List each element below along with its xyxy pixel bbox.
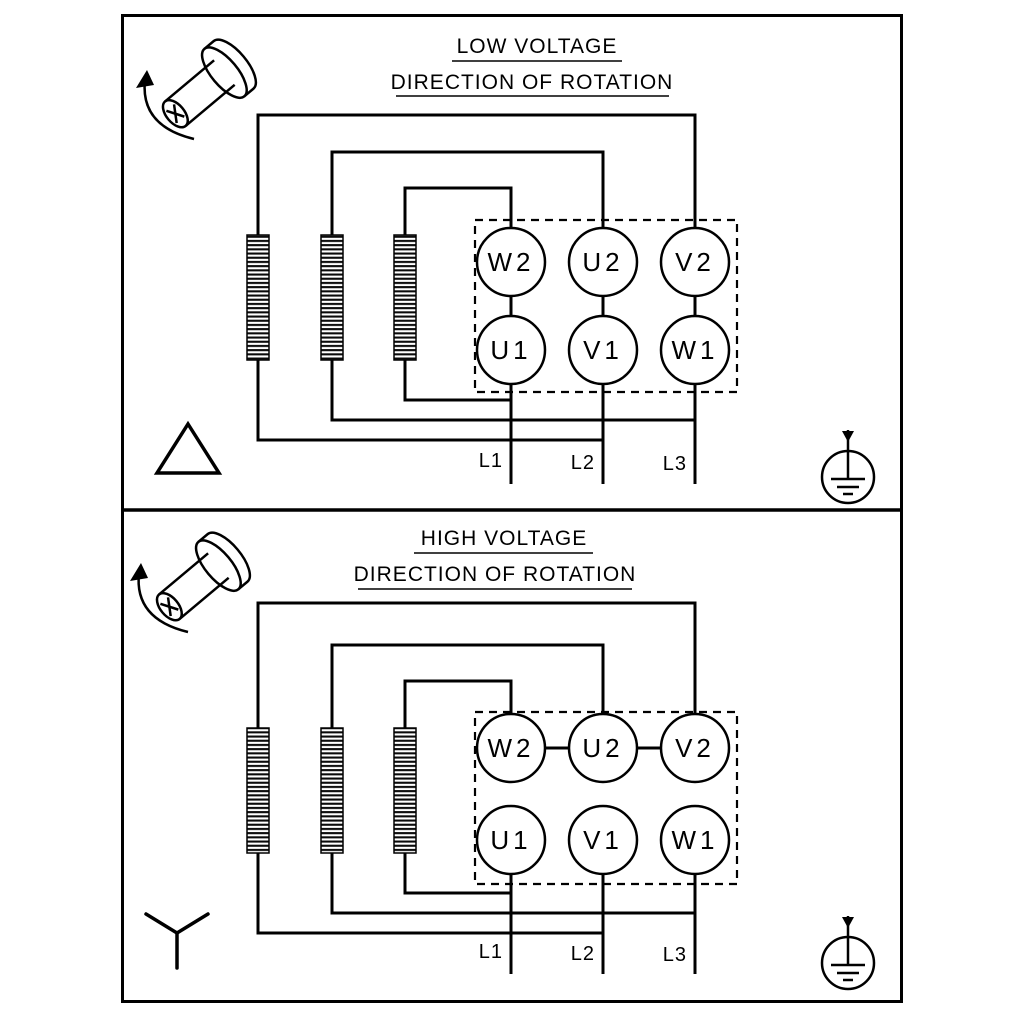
wire-coil3-to-w2 bbox=[403, 186, 513, 235]
terminal-w2 bbox=[475, 712, 547, 784]
terminal-u2 bbox=[567, 712, 639, 784]
wire-coil2-return bbox=[330, 360, 695, 422]
motor-winding-coil bbox=[320, 234, 344, 361]
terminal-label-v1: V1 bbox=[583, 335, 623, 365]
motor-winding-coil bbox=[320, 727, 344, 854]
supply-label-l3: L3 bbox=[663, 453, 687, 475]
terminal-label-u1: U1 bbox=[490, 335, 531, 365]
earth-ground-icon bbox=[820, 430, 876, 505]
panel-subtitle: DIRECTION OF ROTATION bbox=[354, 563, 637, 586]
rotation-arrowhead bbox=[130, 563, 148, 581]
terminal-label-u1: U1 bbox=[490, 825, 531, 855]
low-voltage-panel: LOW VOLTAGE DIRECTION OF ROTATION bbox=[136, 35, 876, 505]
terminal-label-u2: U2 bbox=[582, 247, 623, 277]
supply-label-l1: L1 bbox=[479, 941, 503, 963]
terminal-w1 bbox=[659, 804, 731, 876]
wire-coil3-return bbox=[403, 360, 511, 402]
wire-coil3-to-w2 bbox=[403, 679, 513, 728]
rotation-arrowhead bbox=[136, 70, 154, 88]
motor-winding-coil bbox=[246, 234, 270, 361]
terminal-label-w1: W1 bbox=[672, 825, 719, 855]
wire-coil2-return bbox=[330, 853, 695, 915]
panel-title: HIGH VOLTAGE bbox=[421, 527, 587, 550]
motor-winding-coil bbox=[393, 234, 417, 361]
wire-coil2-to-u2 bbox=[330, 150, 605, 235]
motor-winding-coil bbox=[246, 727, 270, 854]
terminal-label-w2: W2 bbox=[488, 247, 535, 277]
terminal-v1 bbox=[567, 314, 639, 386]
motor-winding-coil bbox=[393, 727, 417, 854]
terminal-label-v2: V2 bbox=[675, 247, 715, 277]
delta-symbol-icon bbox=[153, 420, 223, 475]
terminal-v2 bbox=[659, 712, 731, 784]
wire-coil3-return bbox=[403, 853, 511, 895]
terminal-u2 bbox=[567, 226, 639, 298]
terminal-label-w1: W1 bbox=[672, 335, 719, 365]
shaft-rotation-icon bbox=[130, 531, 252, 634]
terminal-box-outline bbox=[473, 710, 739, 886]
rotation-arrow-icon bbox=[143, 79, 195, 141]
panel-title: LOW VOLTAGE bbox=[457, 35, 618, 58]
wire-coil1-return bbox=[256, 853, 603, 935]
terminal-label-v1: V1 bbox=[583, 825, 623, 855]
terminal-label-u2: U2 bbox=[582, 733, 623, 763]
terminal-label-v2: V2 bbox=[675, 733, 715, 763]
terminal-v1 bbox=[567, 804, 639, 876]
panel-subtitle: DIRECTION OF ROTATION bbox=[391, 71, 674, 94]
wire-coil2-to-u2 bbox=[330, 643, 605, 728]
star-symbol-icon bbox=[144, 912, 210, 970]
shaft-rotation-icon bbox=[136, 38, 258, 141]
wire-coil1-to-v2 bbox=[256, 601, 697, 728]
wire-coil1-to-v2 bbox=[256, 113, 697, 235]
supply-label-l2: L2 bbox=[571, 452, 595, 474]
terminal-u1 bbox=[475, 314, 547, 386]
rotation-arrow-icon bbox=[137, 572, 189, 634]
terminal-label-w2: W2 bbox=[488, 733, 535, 763]
terminal-w2 bbox=[475, 226, 547, 298]
supply-label-l3: L3 bbox=[663, 944, 687, 966]
earth-ground-icon bbox=[820, 916, 876, 991]
wire-coil1-return bbox=[256, 360, 603, 442]
supply-label-l1: L1 bbox=[479, 450, 503, 472]
terminal-u1 bbox=[475, 804, 547, 876]
terminal-v2 bbox=[659, 226, 731, 298]
terminal-box-outline bbox=[473, 218, 739, 394]
supply-label-l2: L2 bbox=[571, 943, 595, 965]
terminal-w1 bbox=[659, 314, 731, 386]
high-voltage-panel: HIGH VOLTAGE DIRECTION OF ROTATION bbox=[130, 527, 876, 991]
